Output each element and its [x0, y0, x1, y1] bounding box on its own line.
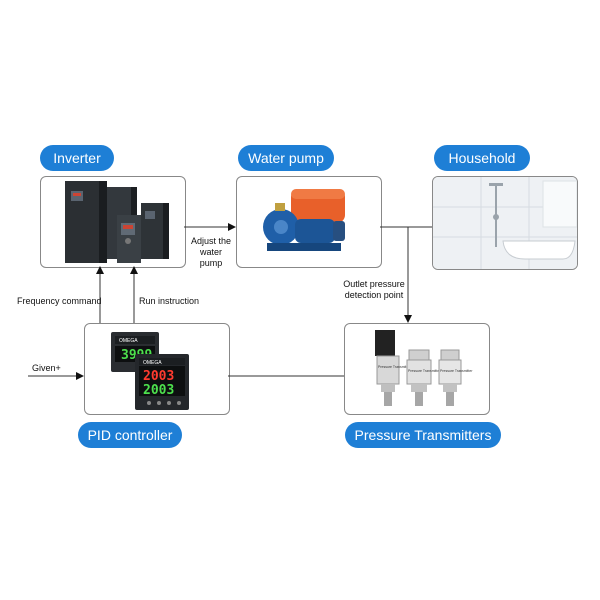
water-pump-image — [263, 189, 345, 251]
inverter-box — [40, 176, 186, 268]
pid-upper-value: 2003 — [143, 369, 174, 384]
run-instruction-label: Run instruction — [139, 296, 200, 306]
transmitter-label-3: Pressure Transmitter — [440, 369, 473, 373]
outlet-pressure-label: Outlet pressure detection point — [342, 279, 406, 301]
inverter-title: Inverter — [40, 145, 114, 171]
frequency-command-label: Frequency command — [17, 296, 102, 306]
pressure-transmitters-title: Pressure Transmitters — [345, 422, 501, 448]
water-pump-title: Water pump — [238, 145, 334, 171]
household-title: Household — [434, 145, 530, 171]
pressure-transmitters-box: Pressure Transmitter Pressure Transmitte… — [344, 323, 490, 415]
pid-controller-box: OMEGA 3999 OMEGA 2003 2003 — [84, 323, 230, 415]
adjust-pump-line1: Adjust the — [190, 236, 232, 246]
pid-lower-value: 2003 — [143, 383, 174, 398]
outlet-line1: Outlet pressure — [343, 279, 405, 289]
pid-controller-title: PID controller — [78, 422, 182, 448]
outlet-line2: detection point — [344, 290, 404, 300]
transmitter-label-2: Pressure Transmitter — [408, 369, 441, 373]
adjust-pump-line2: water pump — [199, 247, 223, 268]
pid-controller-image: OMEGA 3999 OMEGA 2003 2003 — [111, 332, 189, 410]
given-label: Given+ — [32, 363, 61, 373]
water-pump-box — [236, 176, 382, 268]
brand-label-back: OMEGA — [119, 338, 138, 344]
adjust-pump-label: Adjust the water pump — [188, 236, 234, 269]
brand-label-front: OMEGA — [143, 360, 162, 366]
household-image — [433, 177, 577, 269]
pressure-transmitters-image: Pressure Transmitter Pressure Transmitte… — [375, 330, 473, 406]
inverter-image — [65, 181, 169, 263]
transmitter-label-1: Pressure Transmitter — [378, 365, 411, 369]
household-box — [432, 176, 578, 270]
